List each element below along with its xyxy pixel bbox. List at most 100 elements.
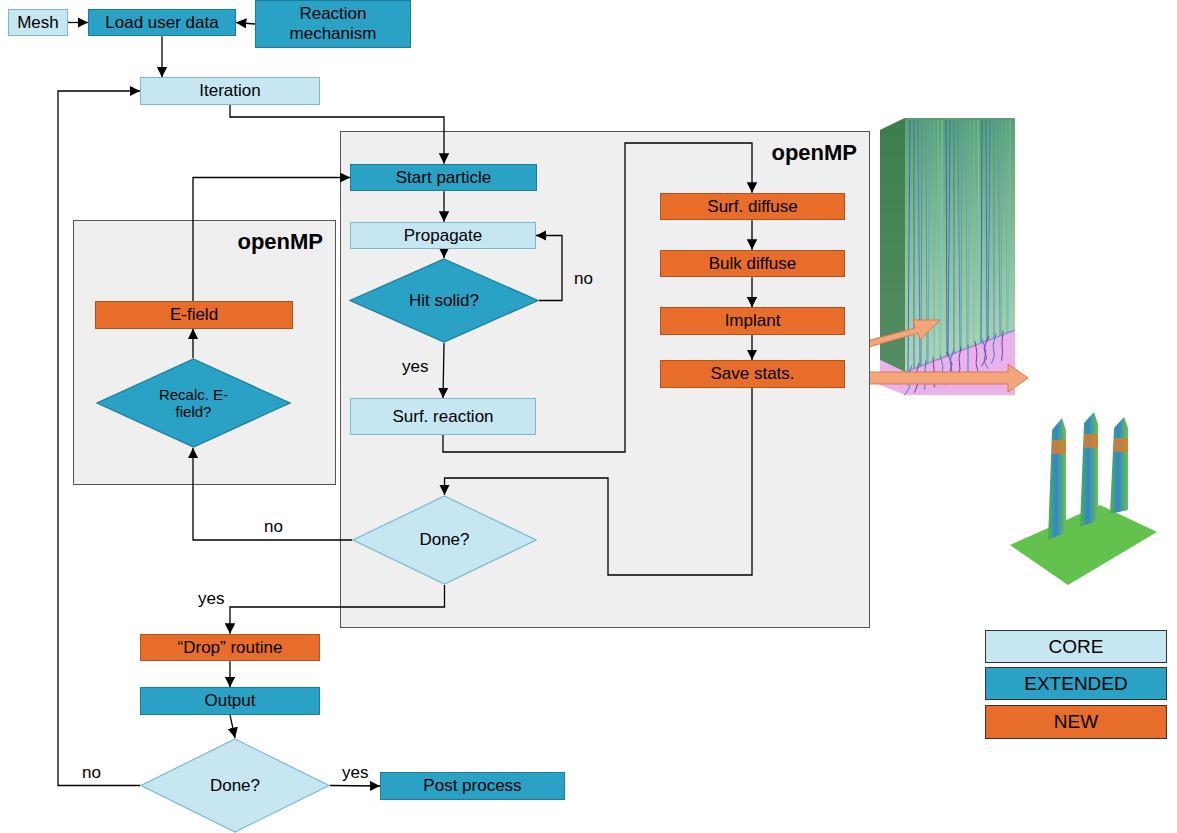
flow-arrow xyxy=(443,249,444,258)
trajectory xyxy=(982,336,990,366)
trajectory xyxy=(974,120,975,346)
legend-item: NEW xyxy=(985,705,1167,739)
process-box: Mesh xyxy=(8,9,68,37)
branch-label: yes xyxy=(340,764,370,783)
flow-arrow xyxy=(445,388,753,575)
legend-item: EXTENDED xyxy=(985,667,1167,700)
branch-label: yes xyxy=(196,590,226,609)
flow-arrow xyxy=(330,785,380,787)
legend-item: CORE xyxy=(985,630,1167,663)
trajectory xyxy=(948,120,950,355)
node-text: Load user data xyxy=(105,13,218,33)
process-box: Iteration xyxy=(140,77,320,105)
branch-label: no xyxy=(262,518,285,537)
flow-arrow xyxy=(443,143,752,452)
decision-diamond: Recalc. E-field? xyxy=(96,358,291,448)
process-box: Surf. reaction xyxy=(350,398,536,435)
decision-diamond: Done? xyxy=(352,495,537,585)
node-text: Surf. reaction xyxy=(392,407,493,427)
process-box: Surf. diffuse xyxy=(660,193,845,221)
trajectory xyxy=(1001,120,1002,335)
trajectory xyxy=(978,120,980,344)
fin xyxy=(1048,418,1066,540)
flow-arrow xyxy=(751,277,752,307)
trajectory xyxy=(992,333,997,363)
flow-arrow xyxy=(193,177,350,301)
flow-arrow xyxy=(161,36,162,77)
trajectory xyxy=(1006,120,1007,334)
process-box: Save stats. xyxy=(660,360,845,388)
substrate xyxy=(880,330,1015,395)
node-text: Iteration xyxy=(199,81,260,101)
process-box: E-field xyxy=(95,301,293,329)
trajectory xyxy=(946,120,947,356)
branch-label: no xyxy=(80,764,103,783)
fin-tip xyxy=(1084,434,1098,448)
flow-arrow xyxy=(536,235,562,300)
node-text: Done? xyxy=(210,776,260,796)
region-title: openMP xyxy=(771,140,857,165)
callout-arrow xyxy=(860,364,1028,392)
flow-arrow xyxy=(229,661,230,687)
decision-diamond: Hit solid? xyxy=(349,258,539,343)
flow-arrow xyxy=(58,91,140,786)
flow-arrow xyxy=(192,329,193,358)
node-text: E-field xyxy=(170,305,218,325)
fin-tip xyxy=(1114,438,1128,452)
flow-arrow xyxy=(68,22,88,23)
flow-arrow xyxy=(236,22,255,24)
fin xyxy=(1110,417,1128,514)
legend-text: NEW xyxy=(985,705,1167,739)
process-box: Implant xyxy=(660,307,845,335)
process-box: Post process xyxy=(380,772,565,800)
flow-arrow xyxy=(193,448,352,540)
trajectory-render xyxy=(880,118,1015,395)
parallel-region: E-fieldRecalc. E-field? openMP xyxy=(73,220,336,485)
node-text: Propagate xyxy=(404,226,482,246)
trajectory xyxy=(994,120,995,338)
branch-label: no xyxy=(572,270,595,289)
process-box: Start particle xyxy=(350,164,537,192)
trajectory xyxy=(988,120,990,340)
process-box: Propagate xyxy=(350,222,536,250)
flow-arrow xyxy=(443,343,444,398)
fin-tip xyxy=(1052,440,1066,454)
trajectory xyxy=(958,120,960,352)
process-box: Reaction mechanism xyxy=(255,0,411,47)
region-title: openMP xyxy=(237,229,323,254)
node-text: Output xyxy=(204,691,255,711)
trajectory xyxy=(968,120,970,347)
trajectory xyxy=(998,120,1000,337)
decision-diamond: Done? xyxy=(140,738,330,833)
node-text: Start particle xyxy=(396,168,491,188)
process-box: Bulk diffuse xyxy=(660,250,845,278)
flow-arrow xyxy=(443,191,444,221)
flow-arrow xyxy=(230,585,445,634)
process-box: “Drop” routine xyxy=(140,634,320,662)
trajectory xyxy=(1002,331,1004,361)
trajectory xyxy=(975,341,978,371)
flow-arrow xyxy=(230,105,444,164)
trajectory xyxy=(966,120,967,349)
trajectory xyxy=(961,120,962,350)
branch-label: yes xyxy=(400,358,430,377)
parallel-region: Start particlePropagateHit solid? Surf. r… xyxy=(340,131,870,628)
node-text: Post process xyxy=(423,776,521,796)
legend-text: EXTENDED xyxy=(985,667,1167,700)
trajectory xyxy=(938,120,940,359)
node-text: Save stats. xyxy=(710,364,794,384)
flow-arrow xyxy=(751,335,752,360)
node-text: Recalc. E-field? xyxy=(154,386,234,421)
node-text: Mesh xyxy=(17,13,59,33)
node-text: Surf. diffuse xyxy=(707,197,797,217)
node-text: Done? xyxy=(419,530,469,550)
trajectory xyxy=(986,120,987,341)
flow-arrow xyxy=(751,220,752,249)
trajectory xyxy=(1008,120,1010,332)
trajectory xyxy=(968,344,969,374)
node-text: Implant xyxy=(725,311,781,331)
trajectory xyxy=(941,120,942,358)
fin xyxy=(1080,412,1098,527)
node-text: “Drop” routine xyxy=(178,638,283,658)
